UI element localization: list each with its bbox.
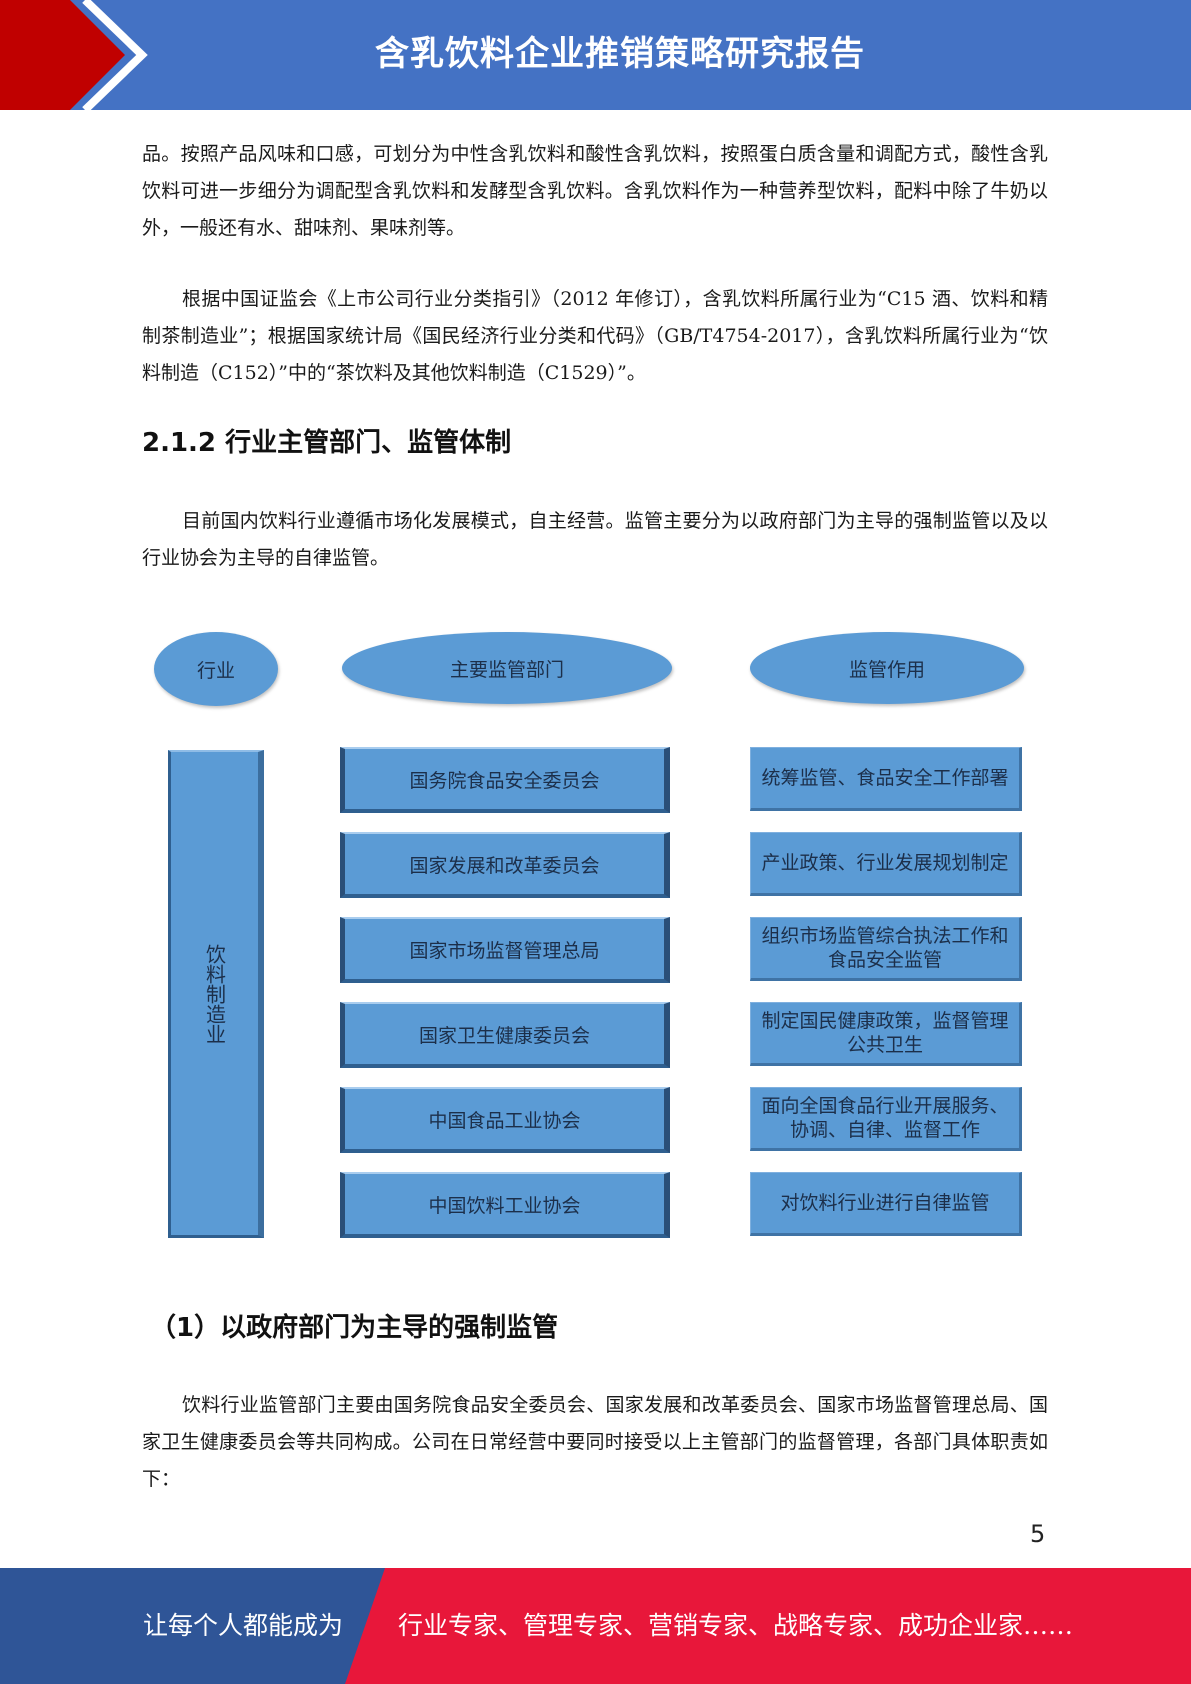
ellipse-departments-header: 主要监管部门 xyxy=(342,632,672,704)
header-arrow-decoration xyxy=(0,0,148,110)
header-band xyxy=(0,0,1191,110)
page-header: 含乳饮料企业推销策略研究报告 xyxy=(0,0,1191,110)
department-label: 中国饮料工业协会 xyxy=(428,1194,581,1217)
role-box-3: 组织市场监管综合执法工作和食品安全监管 xyxy=(750,917,1022,981)
department-label: 国务院食品安全委员会 xyxy=(409,769,600,792)
department-box-2: 国家发展和改革委员会 xyxy=(340,832,670,898)
department-box-4: 国家卫生健康委员会 xyxy=(340,1002,670,1068)
department-box-1: 国务院食品安全委员会 xyxy=(340,747,670,813)
department-label: 国家发展和改革委员会 xyxy=(409,854,600,877)
role-label: 产业政策、行业发展规划制定 xyxy=(761,852,1009,874)
ellipse-departments-label: 主要监管部门 xyxy=(449,658,564,681)
section-heading-government-regulation: （1）以政府部门为主导的强制监管 xyxy=(150,1313,559,1343)
report-title: 含乳饮料企业推销策略研究报告 xyxy=(375,34,865,74)
department-label: 国家市场监督管理总局 xyxy=(409,939,600,962)
department-label: 国家卫生健康委员会 xyxy=(418,1024,590,1047)
department-box-3: 国家市场监督管理总局 xyxy=(340,917,670,983)
role-label: 组织市场监管综合执法工作和食品安全监管 xyxy=(761,925,1009,971)
ellipse-industry-header: 行业 xyxy=(154,632,278,706)
department-box-5: 中国食品工业协会 xyxy=(340,1087,670,1153)
footer-slogan-right: 行业专家、管理专家、营销专家、战略专家、成功企业家…… xyxy=(398,1611,1074,1640)
role-box-5: 面向全国食品行业开展服务、协调、自律、监督工作 xyxy=(750,1087,1022,1151)
role-box-2: 产业政策、行业发展规划制定 xyxy=(750,832,1022,896)
industry-label: 饮料制造业 xyxy=(202,943,227,1044)
footer-band xyxy=(0,1568,1191,1684)
ellipse-roles-header: 监管作用 xyxy=(750,632,1024,704)
paragraph-regulatory-departments: 饮料行业监管部门主要由国务院食品安全委员会、国家发展和改革委员会、国家市场监督管… xyxy=(142,1394,1048,1490)
page-number: 5 xyxy=(1030,1520,1046,1548)
department-label: 中国食品工业协会 xyxy=(428,1109,581,1132)
role-label: 制定国民健康政策，监督管理公共卫生 xyxy=(761,1010,1009,1056)
paragraph-product-classification: 品。按照产品风味和口感，可划分为中性含乳饮料和酸性含乳饮料，按照蛋白质含量和调配… xyxy=(142,143,1048,239)
industry-bar: 饮料制造业 xyxy=(168,750,264,1238)
ellipse-roles-label: 监管作用 xyxy=(848,658,925,681)
page-footer: 让每个人都能成为 行业专家、管理专家、营销专家、战略专家、成功企业家…… xyxy=(0,1568,1191,1684)
role-box-4: 制定国民健康政策，监督管理公共卫生 xyxy=(750,1002,1022,1066)
ellipse-industry-label: 行业 xyxy=(196,659,235,682)
role-label: 统筹监管、食品安全工作部署 xyxy=(761,767,1009,789)
regulatory-structure-diagram: 行业 主要监管部门 监管作用 饮料制造业 国务院食品安全委员会 国家发展和改革委… xyxy=(142,620,1042,1250)
footer-slogan-left: 让每个人都能成为 xyxy=(143,1611,344,1640)
role-label: 对饮料行业进行自律监管 xyxy=(780,1192,990,1214)
paragraph-regulation-mode: 目前国内饮料行业遵循市场化发展模式，自主经营。监管主要分为以政府部门为主导的强制… xyxy=(142,510,1048,569)
section-heading-2-1-2: 2.1.2 行业主管部门、监管体制 xyxy=(142,428,512,458)
role-box-6: 对饮料行业进行自律监管 xyxy=(750,1172,1022,1236)
role-box-1: 统筹监管、食品安全工作部署 xyxy=(750,747,1022,811)
department-box-6: 中国饮料工业协会 xyxy=(340,1172,670,1238)
paragraph-industry-classification: 根据中国证监会《上市公司行业分类指引》（2012 年修订），含乳饮料所属行业为“… xyxy=(142,288,1048,384)
role-label: 面向全国食品行业开展服务、协调、自律、监督工作 xyxy=(761,1095,1009,1141)
